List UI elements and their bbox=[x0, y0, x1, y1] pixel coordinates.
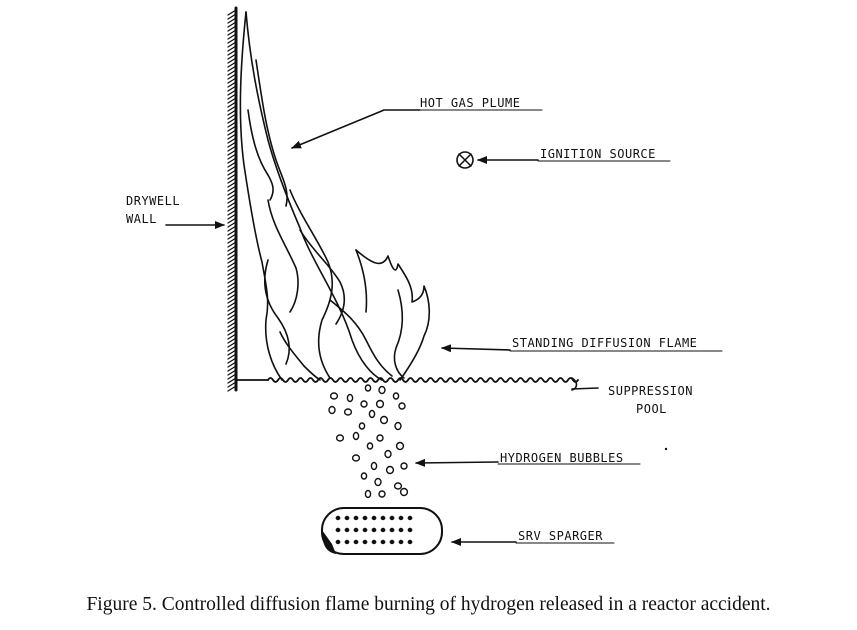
sparger-hole bbox=[407, 527, 413, 533]
label-hydrogen-bubbles: HYDROGEN BUBBLES bbox=[500, 451, 624, 465]
diffusion-flame-diagram: HOT GAS PLUME IGNITION SOURCE DRYWELL WA… bbox=[126, 6, 723, 555]
hydrogen-bubble bbox=[329, 392, 339, 400]
sparger-hole bbox=[398, 515, 404, 521]
hydrogen-bubble bbox=[368, 409, 376, 419]
sparger-hole bbox=[335, 539, 341, 545]
hydrogen-bubble bbox=[352, 431, 360, 441]
hydrogen-bubble bbox=[384, 449, 392, 459]
hydrogen-bubble bbox=[360, 472, 368, 480]
label-pool: POOL bbox=[636, 402, 667, 416]
label-wall: WALL bbox=[126, 212, 157, 226]
label-drywell: DRYWELL bbox=[126, 194, 180, 208]
sparger-hole bbox=[353, 515, 359, 521]
hydrogen-bubble bbox=[351, 454, 361, 462]
hydrogen-bubble bbox=[335, 434, 345, 442]
hydrogen-bubble bbox=[346, 393, 354, 403]
sparger-hole bbox=[371, 515, 377, 521]
sparger-hole bbox=[362, 515, 368, 521]
label-standing-diffusion-flame: STANDING DIFFUSION FLAME bbox=[512, 336, 697, 350]
hydrogen-bubble bbox=[376, 434, 384, 442]
sparger-hole bbox=[380, 539, 386, 545]
hydrogen-bubble bbox=[395, 441, 405, 451]
hydrogen-bubble bbox=[393, 482, 403, 490]
sparger-hole bbox=[380, 527, 386, 533]
hydrogen-bubble bbox=[358, 422, 366, 430]
hydrogen-bubble bbox=[379, 415, 389, 425]
sparger-hole bbox=[344, 527, 350, 533]
hydrogen-bubble bbox=[364, 489, 372, 499]
label-srv-sparger: SRV SPARGER bbox=[518, 529, 603, 543]
sparger-hole bbox=[353, 527, 359, 533]
hydrogen-bubble bbox=[394, 421, 402, 431]
hydrogen-bubble bbox=[360, 400, 368, 408]
srv-sparger bbox=[321, 507, 443, 555]
sparger-hole bbox=[389, 527, 395, 533]
flame-plume bbox=[239, 11, 431, 381]
hydrogen-bubble bbox=[343, 408, 353, 416]
sparger-hole bbox=[380, 515, 386, 521]
hydrogen-bubble bbox=[392, 392, 400, 400]
label-hot-gas-plume: HOT GAS PLUME bbox=[420, 96, 520, 110]
speck bbox=[664, 447, 668, 451]
hydrogen-bubble bbox=[375, 399, 385, 409]
drywell-wall bbox=[227, 6, 238, 392]
sparger-hole bbox=[407, 515, 413, 521]
hydrogen-bubble bbox=[328, 405, 336, 415]
hydrogen-bubble bbox=[378, 385, 386, 395]
sparger-hole bbox=[344, 515, 350, 521]
sparger-hole bbox=[335, 527, 341, 533]
hydrogen-bubble bbox=[400, 462, 408, 470]
sparger-hole bbox=[407, 539, 413, 545]
hydrogen-bubble bbox=[385, 465, 395, 475]
label-suppression: SUPPRESSION bbox=[608, 384, 693, 398]
hydrogen-bubble bbox=[378, 490, 386, 498]
sparger-hole bbox=[371, 539, 377, 545]
hydrogen-bubble bbox=[399, 487, 409, 497]
sparger-hole bbox=[362, 527, 368, 533]
sparger-hole bbox=[398, 539, 404, 545]
figure-caption: Figure 5. Controlled diffusion flame bur… bbox=[86, 594, 771, 615]
sparger-hole bbox=[389, 515, 395, 521]
sparger-hole bbox=[344, 539, 350, 545]
sparger-hole bbox=[371, 527, 377, 533]
label-ignition-source: IGNITION SOURCE bbox=[540, 147, 656, 161]
sparger-hole bbox=[353, 539, 359, 545]
sparger-hole bbox=[389, 539, 395, 545]
hydrogen-bubble bbox=[366, 442, 374, 450]
pool-surface bbox=[235, 377, 579, 383]
hydrogen-bubble bbox=[398, 402, 406, 410]
leader-lines bbox=[165, 109, 599, 546]
sparger-hole bbox=[398, 527, 404, 533]
hydrogen-bubble bbox=[374, 477, 382, 487]
sparger-hole bbox=[335, 515, 341, 521]
hydrogen-bubble bbox=[370, 461, 378, 471]
hydrogen-bubble bbox=[364, 384, 372, 392]
ignition-source-icon bbox=[456, 151, 474, 169]
sparger-hole bbox=[362, 539, 368, 545]
hydrogen-bubbles bbox=[328, 384, 409, 499]
